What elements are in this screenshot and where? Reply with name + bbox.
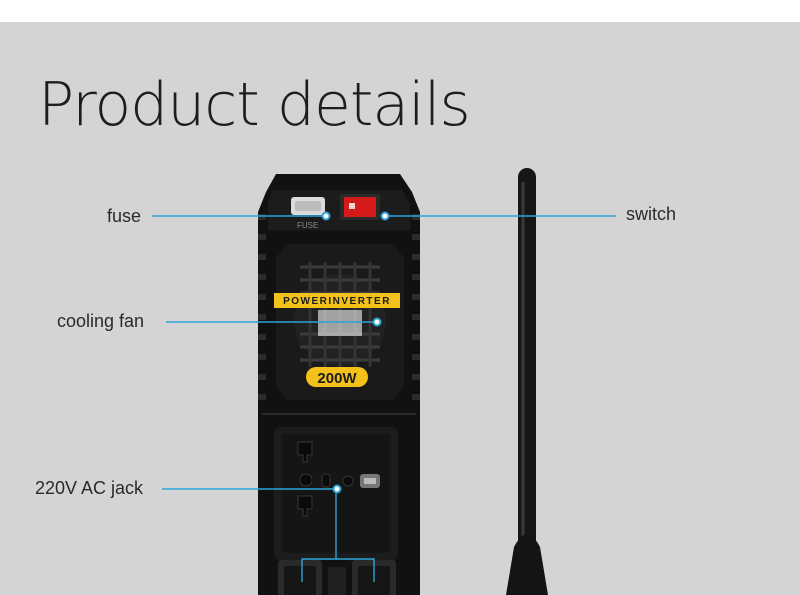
power-switch	[340, 194, 380, 220]
fuse-marking: FUSE	[297, 221, 318, 230]
power-cable	[506, 168, 548, 595]
band-text: POWERINVERTER	[283, 296, 391, 307]
callout-cooling-fan: cooling fan	[57, 311, 145, 331]
callout-ac-jack: 220V AC jack	[35, 478, 144, 498]
brand-band	[274, 293, 400, 308]
callout-fuse: fuse	[107, 206, 142, 226]
callout-lines	[152, 215, 616, 582]
wattage-badge	[306, 367, 368, 387]
callout-switch: switch	[626, 204, 677, 224]
usb-ports	[278, 560, 396, 595]
callout-dots	[321, 211, 390, 494]
product-illustration: FUSE POWERINVERTER 200W	[152, 168, 616, 595]
page-title: Product details	[38, 70, 471, 140]
product-stage: Product details FUSE	[0, 22, 800, 595]
wattage-badge-text: 200W	[317, 370, 357, 387]
fuse-holder	[291, 197, 325, 215]
